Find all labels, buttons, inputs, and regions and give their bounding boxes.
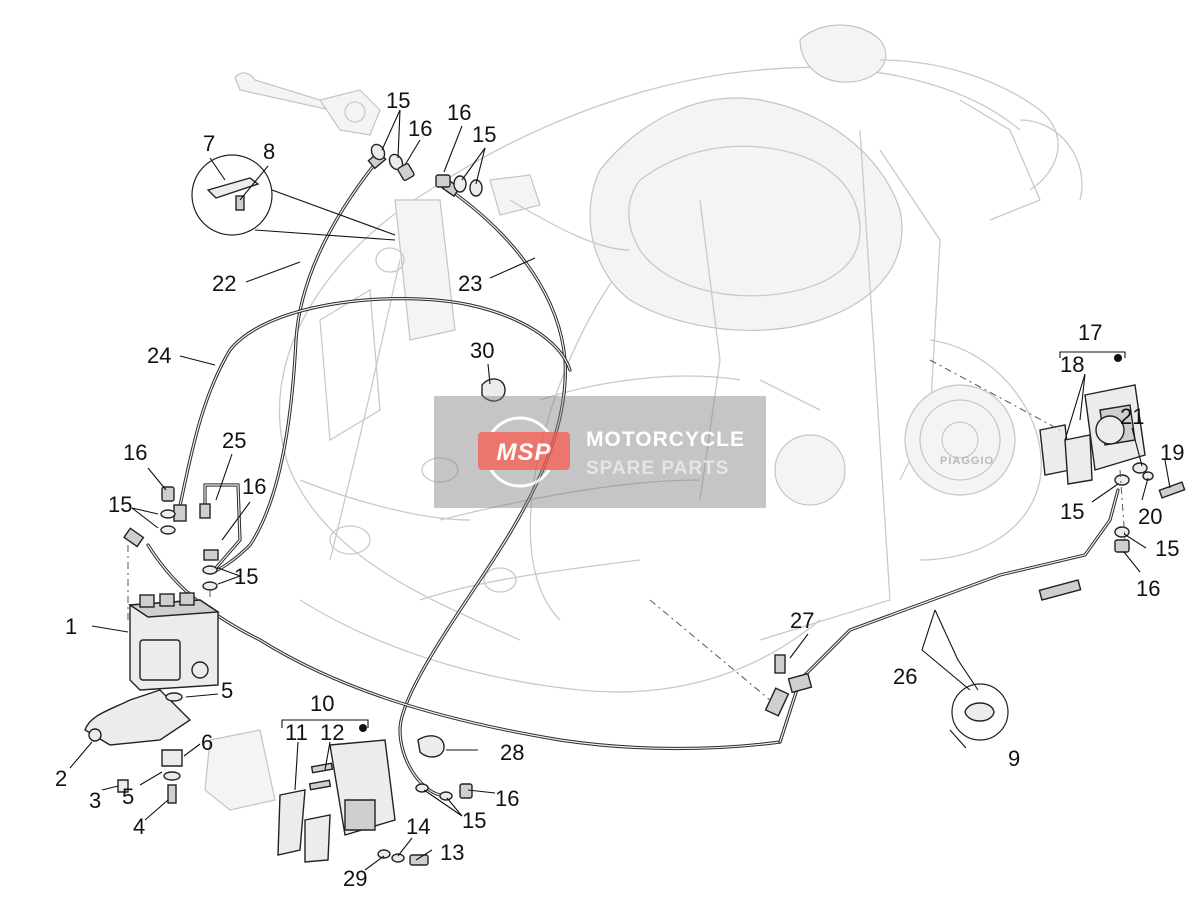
- callout-15e: 15: [1060, 499, 1084, 524]
- callout-12: 12: [320, 720, 344, 745]
- rear-brake-caliper: [1039, 384, 1146, 485]
- group-brackets: [281, 351, 1126, 732]
- front-brake-caliper: [204, 729, 396, 863]
- callout-16f: 16: [495, 786, 519, 811]
- callout-5a: 5: [221, 678, 233, 703]
- bracket-detail-inset: [191, 154, 396, 241]
- watermark-line1: MOTORCYCLE: [586, 428, 745, 451]
- callout-15g: 15: [462, 808, 486, 833]
- callout-17: 17: [1078, 320, 1102, 345]
- callout-10: 10: [310, 691, 334, 716]
- brand-plate: PIAGGIO: [940, 455, 994, 467]
- callout-16c: 16: [123, 440, 147, 465]
- callout-19: 19: [1160, 440, 1184, 465]
- hose-clip: [417, 735, 445, 758]
- callout-30: 30: [470, 338, 494, 363]
- callout-15f: 15: [1155, 536, 1179, 561]
- rear-brake-master-cylinder: [489, 174, 631, 251]
- callout-28: 28: [500, 740, 524, 765]
- scooter-frame-outline: [278, 24, 1083, 693]
- abs-modulator-unit: [127, 592, 221, 691]
- callout-16b: 16: [447, 100, 471, 125]
- callout-26: 26: [893, 664, 917, 689]
- callout-18: 18: [1060, 352, 1084, 377]
- cable-clip-detail: [951, 683, 1009, 741]
- callout-23: 23: [458, 271, 482, 296]
- callout-3: 3: [89, 788, 101, 813]
- rear-caliper-bolts: [1132, 462, 1186, 499]
- callout-9: 9: [1008, 746, 1020, 771]
- abs-mounting-bracket: [84, 689, 192, 746]
- hose-clamp: [481, 378, 506, 402]
- watermark: MSP MOTORCYCLE SPARE PARTS: [434, 396, 766, 508]
- callout-27: 27: [790, 608, 814, 633]
- leader-lines: [69, 109, 1171, 871]
- callout-16a: 16: [408, 116, 432, 141]
- callout-14: 14: [406, 814, 430, 839]
- callout-2: 2: [55, 766, 67, 791]
- speed-sensor: [774, 654, 786, 674]
- watermark-logo-badge: [478, 432, 570, 470]
- alignment-lines: [649, 359, 1126, 701]
- callout-15c: 15: [108, 492, 132, 517]
- washers-and-banjo-bolts: [160, 143, 1130, 801]
- callout-24: 24: [147, 343, 171, 368]
- front-caliper-bolts: [377, 849, 429, 866]
- group-dot-10: [359, 724, 367, 732]
- callout-7: 7: [203, 131, 215, 156]
- callout-13: 13: [440, 840, 464, 865]
- callout-11: 11: [285, 720, 308, 745]
- abs-bracket-fasteners: [117, 692, 183, 804]
- watermark-logo-text: MSP: [496, 439, 551, 466]
- group-dot-17: [1114, 354, 1122, 362]
- callout-16e: 16: [1136, 576, 1160, 601]
- front-brake-lever: [234, 72, 381, 136]
- callout-numbers: 1 2 3 4 5 5 6 7 8 9 10 11 12 13 14 15 15…: [55, 88, 1184, 891]
- callout-25: 25: [222, 428, 246, 453]
- callout-6: 6: [201, 730, 213, 755]
- callout-15a: 15: [386, 88, 410, 113]
- callout-8: 8: [263, 139, 275, 164]
- callout-21: 21: [1120, 404, 1144, 429]
- callout-22: 22: [212, 271, 236, 296]
- callout-29: 29: [343, 866, 367, 891]
- callout-5b: 5: [122, 784, 134, 809]
- callout-4: 4: [133, 814, 145, 839]
- callout-15b: 15: [472, 122, 496, 147]
- callout-1: 1: [65, 614, 77, 639]
- callout-15d: 15: [234, 564, 258, 589]
- callout-16d: 16: [242, 474, 266, 499]
- callout-20: 20: [1138, 504, 1162, 529]
- watermark-line2: SPARE PARTS: [586, 458, 729, 479]
